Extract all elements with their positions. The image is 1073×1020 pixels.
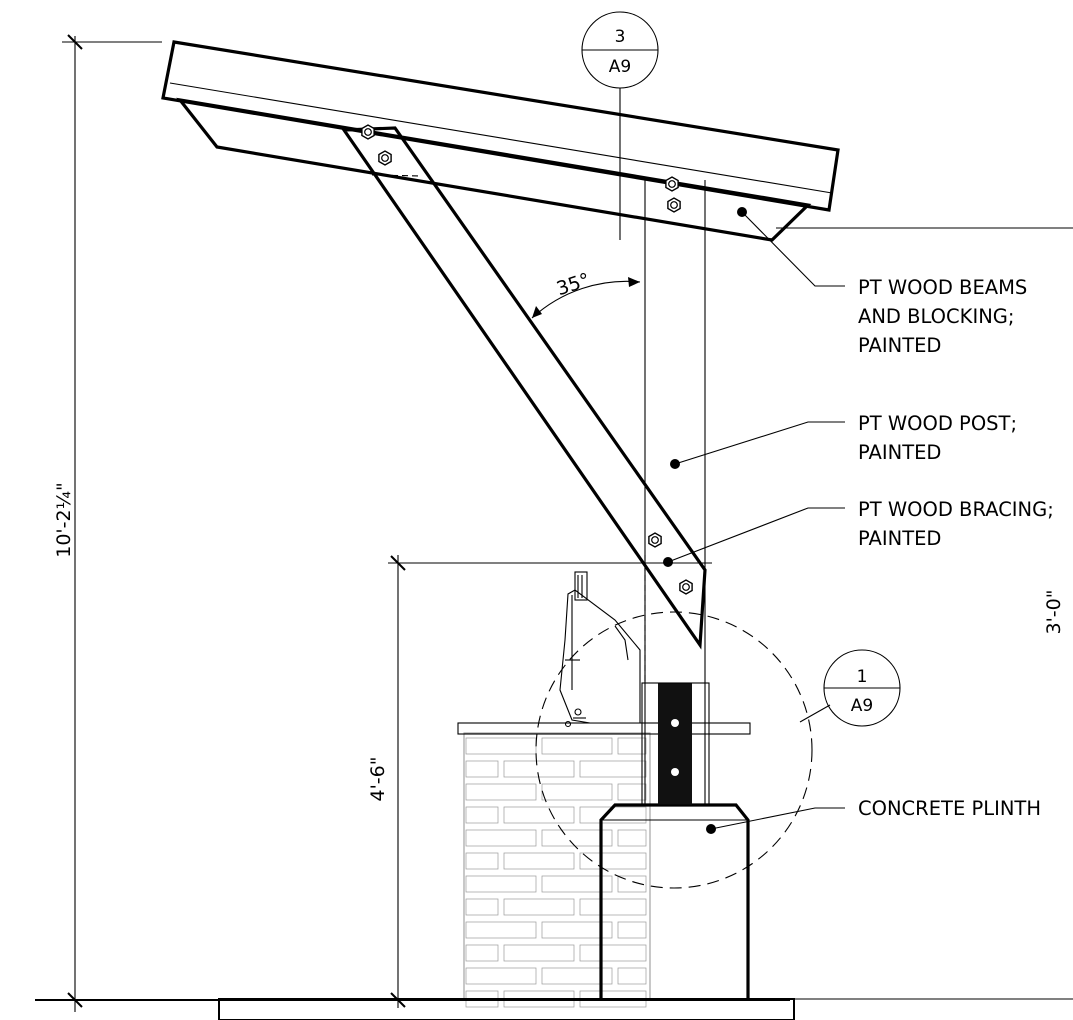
callout-beams: PT WOOD BEAMS AND BLOCKING; PAINTED [858,276,1027,357]
brick [541,737,613,755]
svg-text:AND BLOCKING;: AND BLOCKING; [858,305,1014,328]
brick [541,875,613,893]
bolts [361,124,693,595]
brick [465,760,499,778]
brick [617,921,647,939]
wall-height-dimension: 4'-6" [367,555,712,1008]
brick [541,829,613,847]
brick [465,967,537,985]
edge-dimension-fragment: 3'-0" [1043,590,1065,635]
brick [579,760,647,778]
brick [465,944,499,962]
brick [465,921,537,939]
svg-text:CONCRETE PLINTH: CONCRETE PLINTH [858,797,1041,820]
brick [503,898,575,916]
svg-text:PT WOOD POST;: PT WOOD POST; [858,412,1017,435]
section-marker-3: 3 A9 [581,11,659,240]
brick [579,852,647,870]
brick [503,944,575,962]
bolt [679,579,693,595]
callout-leaders [663,207,845,834]
overall-height-dimension: 10'-2¼" [53,34,162,1012]
brick [465,783,537,801]
brick [617,783,647,801]
wood-beam [161,40,840,242]
svg-text:PAINTED: PAINTED [858,527,941,550]
brick [503,806,575,824]
brick [541,921,613,939]
callout-post: PT WOOD POST; PAINTED [858,412,1017,464]
bolt [361,124,375,140]
brick [465,875,537,893]
wood-post [644,180,706,805]
brick [465,852,499,870]
base-slab [35,998,1073,1020]
bolt-hole [670,201,678,209]
brick [465,737,537,755]
bolt [648,532,662,548]
brick-wall [457,722,751,1008]
grill-outline [559,571,641,728]
brick [617,829,647,847]
section-sheet: A9 [609,57,631,77]
post-base-bracket [641,682,710,806]
concrete-plinth [599,803,750,1000]
bolt [667,197,681,213]
brick [503,852,575,870]
bolt-hole [381,154,389,162]
brick [617,967,647,985]
callout-plinth: CONCRETE PLINTH [858,797,1041,820]
callout-bracing: PT WOOD BRACING; PAINTED [858,498,1054,550]
brick [465,898,499,916]
brick [617,737,647,755]
angle-label: 35° [554,269,593,300]
bolt-hole [682,583,690,591]
svg-text:PT WOOD BEAMS: PT WOOD BEAMS [858,276,1027,299]
brick [579,898,647,916]
bolt-hole [668,180,676,188]
bolt-hole [651,536,659,544]
overall-height-label: 10'-2¼" [53,482,75,558]
bolt-hole [364,128,372,136]
brick [579,944,647,962]
brick [503,760,575,778]
bolt [665,176,679,192]
brick [541,783,613,801]
angle-indicator: 35° [531,269,641,319]
section-marker-1: 1 A9 [799,649,901,727]
section-number: 1 [857,667,868,687]
svg-text:PAINTED: PAINTED [858,441,941,464]
section-number: 3 [615,27,626,47]
brick [617,875,647,893]
svg-text:PAINTED: PAINTED [858,334,941,357]
brick [465,829,537,847]
svg-text:PT WOOD BRACING;: PT WOOD BRACING; [858,498,1054,521]
brick [541,967,613,985]
bolt [378,150,392,166]
wall-height-label: 4'-6" [367,757,389,802]
extension-lines: 3'-0" [776,227,1073,635]
detail-circle [535,611,813,889]
brick [465,806,499,824]
section-sheet: A9 [851,696,873,716]
